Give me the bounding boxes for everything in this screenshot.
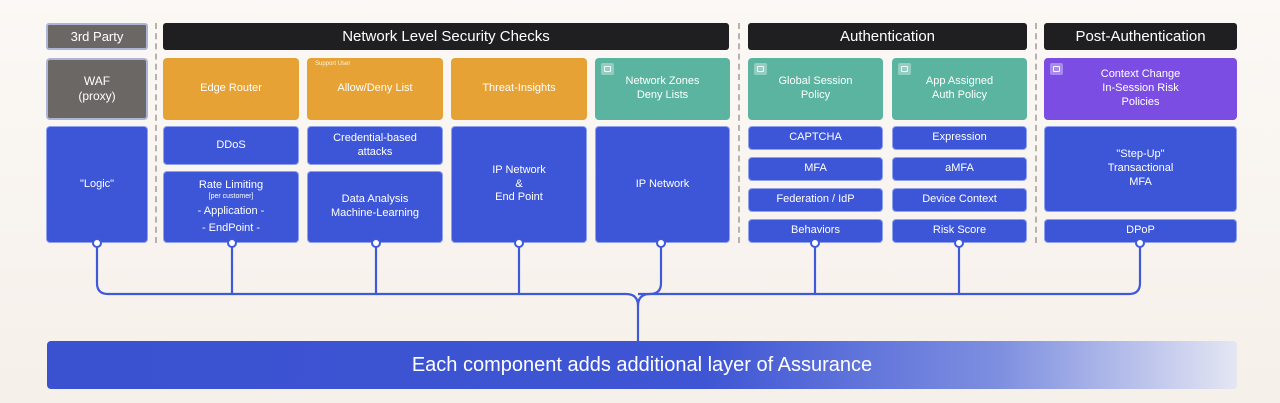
card-edge-router-label: Edge Router xyxy=(200,82,262,95)
item-expression-label: Expression xyxy=(932,131,987,144)
connector-node-network-zones xyxy=(656,238,666,248)
global-session-icon xyxy=(754,63,767,75)
card-context-change-line3: Policies xyxy=(1121,95,1160,108)
item-rate-limiting-label: Rate Limiting xyxy=(198,178,264,191)
assurance-banner: Each component adds additional layer of … xyxy=(47,341,1237,389)
card-app-assigned-line1: App Assigned xyxy=(925,75,994,88)
item-device-context: Device Context xyxy=(892,188,1027,212)
header-post-authentication: Post-Authentication xyxy=(1044,23,1237,50)
item-federation: Federation / IdP xyxy=(748,188,883,212)
card-network-zones: Network Zones Deny Lists xyxy=(595,58,730,120)
card-global-session-line1: Global Session xyxy=(778,75,853,88)
assurance-banner-text: Each component adds additional layer of … xyxy=(411,353,873,376)
item-rate-limiting-app: - Application - xyxy=(197,205,265,217)
header-network-security: Network Level Security Checks xyxy=(163,23,729,50)
item-mfa: MFA xyxy=(748,157,883,181)
item-ip-endpoint-line3: End Point xyxy=(495,191,543,204)
connector-post-auth xyxy=(636,243,1142,307)
context-change-icon xyxy=(1050,63,1063,75)
item-logic-label: "Logic" xyxy=(79,177,115,190)
card-allow-deny-label: Allow/Deny List xyxy=(337,82,413,95)
network-zones-icon xyxy=(601,63,614,75)
card-global-session-line2: Policy xyxy=(800,89,831,101)
header-authentication: Authentication xyxy=(748,23,1027,50)
item-step-up-line1: "Step-Up" xyxy=(1116,148,1165,161)
card-network-zones-line2: Deny Lists xyxy=(636,89,689,101)
item-risk-score-label: Risk Score xyxy=(932,224,987,237)
connector-node-risk-score xyxy=(954,238,964,248)
card-allow-deny-caption: Support User xyxy=(315,61,351,67)
card-waf: WAF (proxy) xyxy=(46,58,148,120)
connector-node-edge-router xyxy=(227,238,237,248)
item-credential-line2: attacks xyxy=(357,145,393,158)
item-ip-endpoint-line1: IP Network xyxy=(492,163,546,176)
item-credential-attacks: Credential-based attacks xyxy=(307,126,443,165)
card-context-change-line2: In-Session Risk xyxy=(1102,82,1179,95)
separator-1 xyxy=(155,23,157,243)
item-logic: "Logic" xyxy=(46,126,148,243)
app-assigned-icon xyxy=(898,63,911,75)
separator-3 xyxy=(1035,23,1037,243)
item-ddos-label: DDoS xyxy=(216,138,246,151)
item-ip-network-label: IP Network xyxy=(635,177,690,190)
item-ip-endpoint: IP Network & End Point xyxy=(451,126,587,243)
item-step-up-line2: Transactional xyxy=(1107,162,1174,175)
connector-logic xyxy=(95,243,640,341)
connector-network-zones xyxy=(638,243,663,296)
item-expression: Expression xyxy=(892,126,1027,150)
card-threat-insights-label: Threat-Insights xyxy=(482,82,556,95)
item-rate-limiting-endpoint: - EndPoint - xyxy=(201,221,261,234)
item-captcha-label: CAPTCHA xyxy=(789,131,842,144)
connector-node-logic xyxy=(92,238,102,248)
card-global-session: Global Session Policy xyxy=(748,58,883,120)
card-network-zones-line1: Network Zones xyxy=(625,75,700,88)
card-app-assigned: App Assigned Auth Policy xyxy=(892,58,1027,120)
item-federation-label: Federation / IdP xyxy=(776,193,855,206)
item-captcha: CAPTCHA xyxy=(748,126,883,150)
item-ddos: DDoS xyxy=(163,126,299,165)
item-ip-network: IP Network xyxy=(595,126,730,243)
card-waf-line1: WAF xyxy=(83,74,111,88)
card-app-assigned-line2: Auth Policy xyxy=(931,89,988,101)
item-device-context-label: Device Context xyxy=(922,193,997,206)
item-data-analysis-line2: Machine-Learning xyxy=(330,207,420,219)
item-rate-limiting-sub: [per customer] xyxy=(208,193,254,201)
connector-lines xyxy=(95,243,1142,341)
header-third-party: 3rd Party xyxy=(46,23,148,50)
item-rate-limiting: Rate Limiting [per customer] - Applicati… xyxy=(163,171,299,243)
connector-node-threat-insights xyxy=(514,238,524,248)
item-behaviors-label: Behaviors xyxy=(791,224,840,237)
card-context-change: Context Change In-Session Risk Policies xyxy=(1044,58,1237,120)
connector-node-dpop xyxy=(1135,238,1145,248)
item-dpop-label: DPoP xyxy=(1126,224,1155,237)
connector-node-allow-deny xyxy=(371,238,381,248)
card-edge-router: Edge Router xyxy=(163,58,299,120)
card-waf-line2: (proxy) xyxy=(78,89,116,103)
item-amfa: aMFA xyxy=(892,157,1027,181)
connector-node-behaviors xyxy=(810,238,820,248)
card-threat-insights: Threat-Insights xyxy=(451,58,587,120)
card-context-change-line1: Context Change xyxy=(1100,68,1181,81)
item-data-analysis: Data Analysis Machine-Learning xyxy=(307,171,443,243)
item-step-up: "Step-Up" Transactional MFA xyxy=(1044,126,1237,212)
item-ip-endpoint-line2: & xyxy=(515,177,523,190)
separator-2 xyxy=(738,23,740,243)
item-credential-line1: Credential-based xyxy=(333,131,417,144)
item-amfa-label: aMFA xyxy=(945,162,974,175)
card-allow-deny: Support User Allow/Deny List xyxy=(307,58,443,120)
item-step-up-line3: MFA xyxy=(1129,175,1152,188)
item-data-analysis-line1: Data Analysis xyxy=(341,193,409,206)
item-risk-score: Risk Score xyxy=(892,219,1027,243)
item-mfa-label: MFA xyxy=(804,162,827,175)
